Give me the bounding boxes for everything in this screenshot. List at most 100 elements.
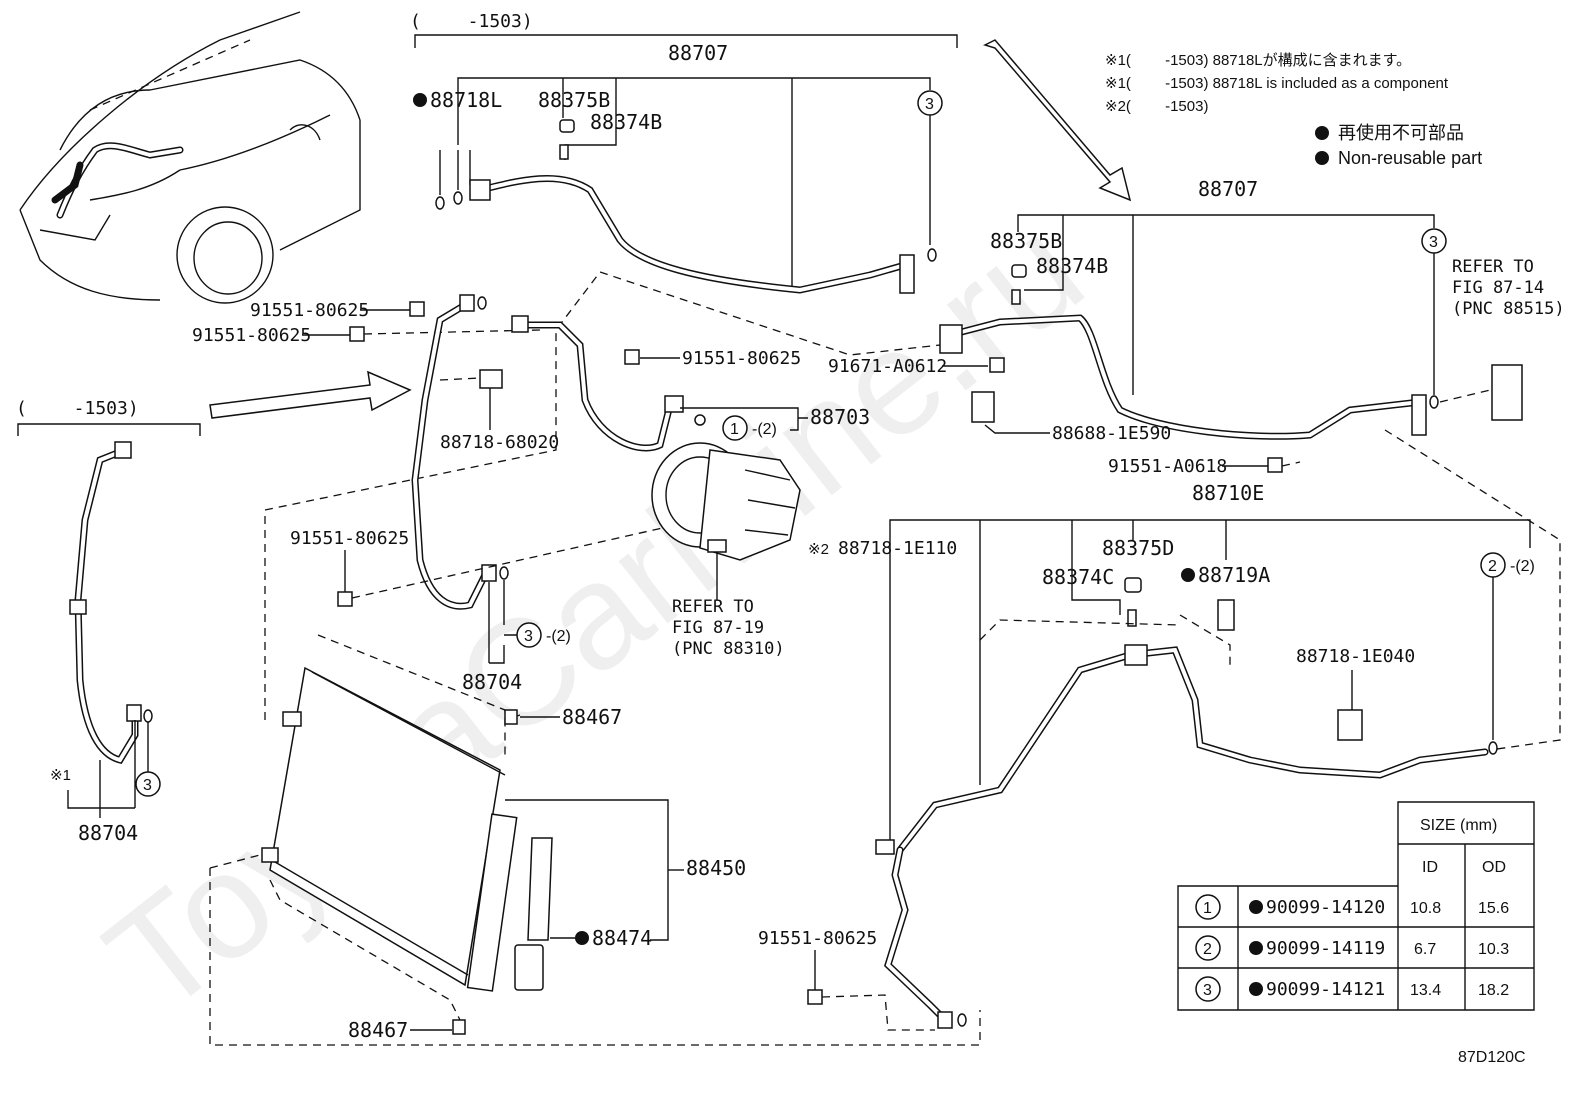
circle-ref-1-text: 1	[730, 421, 739, 438]
non-reusable-dot	[1249, 982, 1263, 996]
bracket-icon	[971, 391, 995, 423]
legend-en: Non-reusable part	[1338, 148, 1482, 168]
size-row-1-od: 15.6	[1478, 900, 1509, 917]
label-88375D: 88375D	[1102, 536, 1174, 560]
bolt-icon	[409, 301, 425, 317]
label-88375B-right: 88375B	[990, 229, 1062, 253]
pipe-fitting-icon	[126, 704, 142, 722]
refer-87-19-line1: REFER TO	[672, 597, 754, 617]
circle-ref-2-sub: -(2)	[1510, 558, 1535, 575]
diagram-code: 87D120C	[1458, 1049, 1526, 1066]
label-88707-right: 88707	[1198, 177, 1258, 201]
label-88718-68020: 88718-68020	[440, 432, 559, 453]
size-row-3-id: 13.4	[1410, 982, 1441, 999]
size-table-header: SIZE (mm)	[1420, 817, 1497, 834]
circle-ref-3-left	[135, 771, 161, 797]
watermark: ToyotaCarMine.ru	[76, 184, 1112, 1045]
label-88374B-top: 88374B	[590, 110, 662, 134]
pipe-fitting-icon	[469, 179, 491, 201]
label-88688-1E590: 88688-1E590	[1052, 423, 1171, 444]
cap-icon	[1124, 577, 1142, 593]
clamp-icon	[875, 839, 895, 855]
clamp-icon	[479, 369, 503, 389]
bolt-icon	[1267, 457, 1283, 473]
label-88467-bottom: 88467	[348, 1018, 408, 1042]
cap-icon	[1011, 264, 1027, 278]
note-2: ※2( -1503)	[1105, 98, 1208, 115]
size-row-3-od: 18.2	[1478, 982, 1509, 999]
label-91551-80625-a: 91551-80625	[250, 300, 369, 321]
condenser-icon	[261, 666, 518, 992]
cushion-icon	[504, 709, 518, 725]
label-88710E: 88710E	[1192, 481, 1264, 505]
size-row-3-no: 3	[1203, 982, 1212, 999]
size-row-1-part: 90099-14120	[1266, 897, 1385, 918]
label-91551-80625-b: 91551-80625	[192, 325, 311, 346]
label-91551-80625-e: 91551-80625	[758, 928, 877, 949]
circle-ref-2-text: 2	[1488, 558, 1497, 575]
label-91551-80625-d: 91551-80625	[290, 528, 409, 549]
pressure-sensor-icon	[1217, 599, 1235, 631]
size-row-3-circle	[1195, 976, 1221, 1002]
leader-88707-top	[457, 77, 931, 290]
label-88703: 88703	[810, 405, 870, 429]
bolt-icon	[624, 349, 640, 365]
cushion-icon	[452, 1019, 466, 1035]
mark-2: ※2	[808, 541, 829, 558]
size-row-1-no: 1	[1203, 900, 1212, 917]
pipe-fitting-icon	[481, 564, 497, 582]
pipe-88710E	[896, 646, 1489, 854]
size-row-2-part: 90099-14119	[1266, 938, 1385, 959]
circle-ref-1	[722, 415, 748, 441]
bolt-icon	[989, 357, 1005, 373]
non-reusable-dot	[1249, 941, 1263, 955]
dashed-outline-right	[1384, 429, 1561, 751]
car-sketch	[19, 11, 361, 304]
o-ring-icon	[499, 566, 509, 580]
arrow-left	[209, 370, 412, 419]
size-row-1-id: 10.8	[1410, 900, 1441, 917]
label-88704-mid: 88704	[462, 670, 522, 694]
o-ring-icon	[694, 414, 706, 426]
o-ring-icon	[143, 709, 153, 723]
size-row-3-part: 90099-14121	[1266, 979, 1385, 1000]
label-91551-80625-c: 91551-80625	[682, 348, 801, 369]
refer-87-19-line2: FIG 87-19	[672, 618, 764, 638]
legend-dot-icon	[1315, 151, 1329, 165]
range-bracket-top	[414, 34, 958, 48]
pipe-fitting-icon	[664, 395, 684, 413]
valve-core-icon	[1011, 289, 1021, 305]
circle-ref-3-right-text: 3	[1429, 234, 1438, 251]
o-ring-icon	[927, 248, 937, 262]
refer-87-14-line3: (PNC 88515)	[1452, 299, 1565, 319]
pipe-fitting-icon	[939, 324, 963, 354]
bolt-icon	[349, 326, 365, 342]
clamp-icon	[1337, 709, 1363, 741]
non-reusable-dot	[413, 93, 427, 107]
receiver-icon	[1491, 364, 1523, 421]
circle-ref-3-mid-sub: -(2)	[546, 628, 571, 645]
legend-dot-icon	[1315, 126, 1329, 140]
label-88718-1E110: 88718-1E110	[838, 538, 957, 559]
refer-87-14-line2: FIG 87-14	[1452, 278, 1544, 298]
circle-ref-3-left-text: 3	[143, 777, 152, 794]
size-row-2-circle	[1195, 935, 1221, 961]
pipe-fitting-icon	[69, 599, 87, 615]
label-88707-top: 88707	[668, 41, 728, 65]
leader-88707-right	[1017, 214, 1435, 395]
refer-87-14-line1: REFER TO	[1452, 257, 1534, 277]
circle-ref-3-top-text: 3	[925, 96, 934, 113]
o-ring-icon	[435, 196, 445, 210]
filter-plug-icon	[514, 944, 544, 991]
size-table-col-od: OD	[1482, 859, 1506, 876]
non-reusable-dot	[575, 931, 589, 945]
label-88718L: 88718L	[430, 88, 502, 112]
size-row-1-circle	[1195, 894, 1221, 920]
non-reusable-dot	[1249, 900, 1263, 914]
label-88467-top: 88467	[562, 705, 622, 729]
label-88374C: 88374C	[1042, 565, 1114, 589]
leader-88710E	[889, 519, 1531, 840]
circle-ref-3-mid-text: 3	[524, 628, 533, 645]
service-valve-icon	[1124, 644, 1148, 666]
